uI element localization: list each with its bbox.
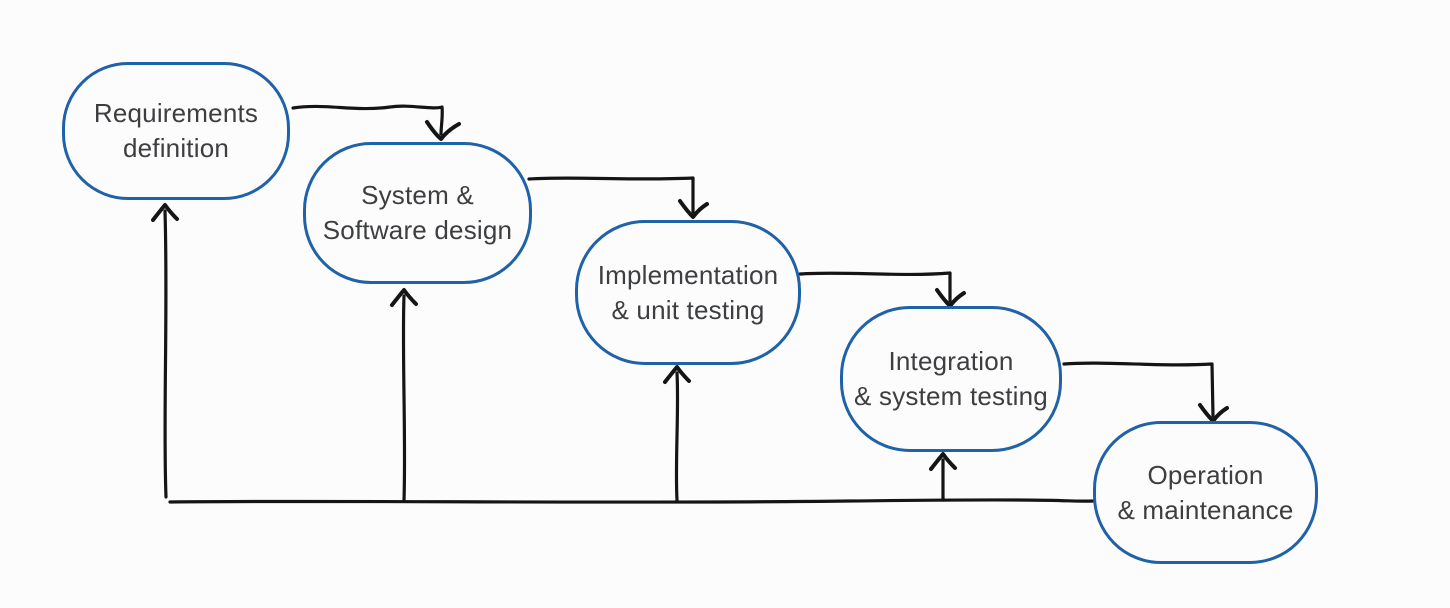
feedback-to-integration [929,452,957,502]
node-integration-system-testing: Integration & system testing [840,306,1062,452]
node-operation-maintenance: Operation & maintenance [1093,421,1318,564]
arrowhead-down-icon [425,120,461,141]
edge-line [291,104,444,136]
node-label: Integration & system testing [854,346,1048,411]
arrowhead-up-icon [929,452,957,471]
edge-implementation-to-integration [798,271,966,308]
edge-design-to-implementation [527,176,709,219]
feedback-to-implementation [663,365,691,502]
arrowhead-up-icon [663,365,691,384]
node-system-software-design: System & Software design [303,142,532,284]
feedback-to-requirements [151,203,179,499]
edge-line [401,294,407,502]
node-label: System & Software design [322,180,513,245]
edge-line [1062,361,1215,418]
edge-integration-to-operation [1062,361,1229,423]
feedback-to-design [390,288,418,502]
edge-line [674,371,680,502]
node-label: Operation & maintenance [1117,459,1294,525]
edge-line [168,498,1096,504]
edge-line [798,271,952,303]
node-label: Requirements definition [93,98,259,163]
feedback-baseline [168,498,1096,504]
edge-line [163,209,168,499]
node-implementation-unit-testing: Implementation & unit testing [575,220,801,365]
node-label: Implementation & unit testing [597,259,779,325]
edge-requirements-to-design [291,104,461,141]
arrowhead-up-icon [151,203,179,222]
arrowhead-up-icon [390,288,418,307]
edge-line [527,176,695,214]
node-requirements-definition: Requirements definition [62,62,290,200]
arrowhead-down-icon [678,199,709,219]
